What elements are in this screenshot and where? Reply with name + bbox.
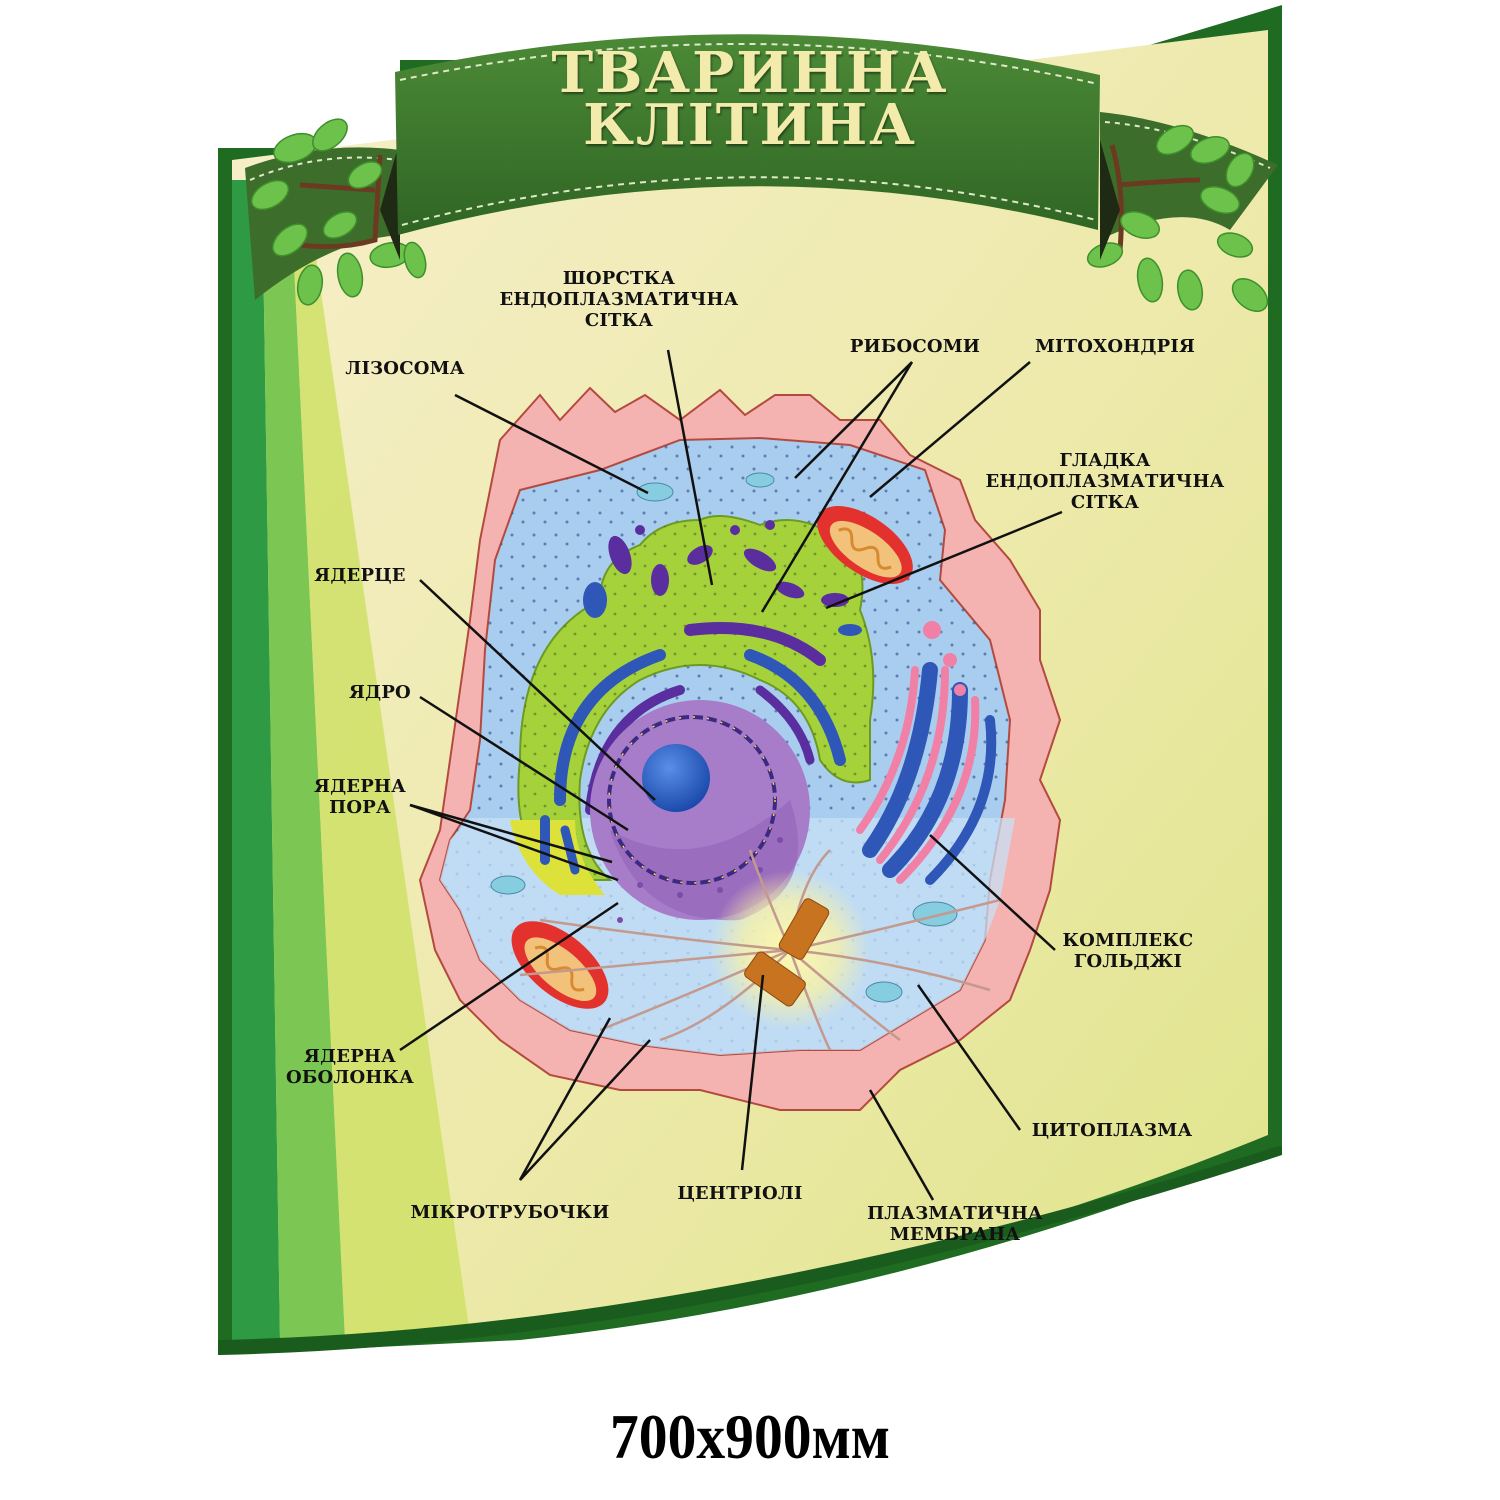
mitochondrion-top — [817, 505, 913, 585]
label-centrioles: ЦЕНТРІОЛІ — [677, 1183, 803, 1204]
poster-title-line1: ТВАРИННА — [551, 40, 949, 106]
label-microtubules: МІКРОТРУБОЧКИ — [410, 1202, 610, 1223]
label-ribosomes: РИБОСОМИ — [849, 336, 981, 357]
animal-cell — [418, 386, 1062, 1111]
title-banner — [380, 34, 1120, 260]
leaf-branch-left-icon — [245, 118, 427, 306]
leader-lines — [399, 349, 1063, 1201]
label-lysosome: ЛІЗОСОМА — [345, 358, 465, 379]
poster-title-line2: КЛІТИНА — [583, 92, 917, 158]
centriole — [744, 898, 830, 1007]
nucleolus — [642, 744, 710, 812]
label-nucleus: ЯДРО — [349, 682, 411, 703]
golgi-apparatus — [856, 662, 997, 885]
label-nucleolus: ЯДЕРЦЕ — [314, 565, 406, 586]
label-mitochondria: МІТОХОНДРІЯ — [1034, 336, 1196, 357]
microtubules — [519, 849, 1001, 1051]
size-caption: 700х900мм — [609, 1401, 891, 1472]
label-cytoplasm: ЦИТОПЛАЗМА — [1031, 1120, 1193, 1141]
